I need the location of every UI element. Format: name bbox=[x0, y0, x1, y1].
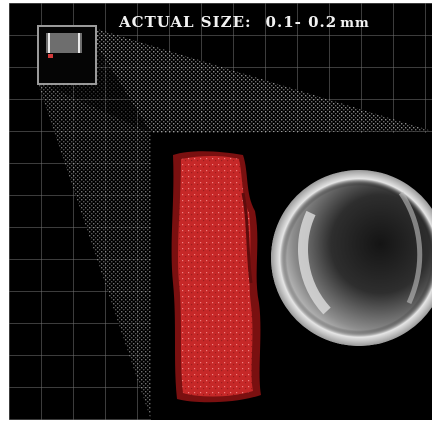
caption-value: 0.1- 0.2 bbox=[265, 13, 338, 31]
locator-thumbnail-icon bbox=[37, 25, 97, 85]
hollow-sphere-particle bbox=[271, 170, 432, 346]
thumbnail-right-tick bbox=[78, 33, 80, 53]
particle-samples bbox=[171, 151, 432, 403]
caption-unit: mm bbox=[340, 16, 370, 31]
red-particle bbox=[171, 151, 261, 403]
thumbnail-left-tick bbox=[48, 33, 50, 53]
magnified-view bbox=[151, 133, 432, 420]
caption-label: ACTUAL SIZE: bbox=[119, 13, 252, 31]
thumbnail-red-marker bbox=[48, 54, 53, 58]
thumbnail-sample-block bbox=[46, 33, 82, 53]
